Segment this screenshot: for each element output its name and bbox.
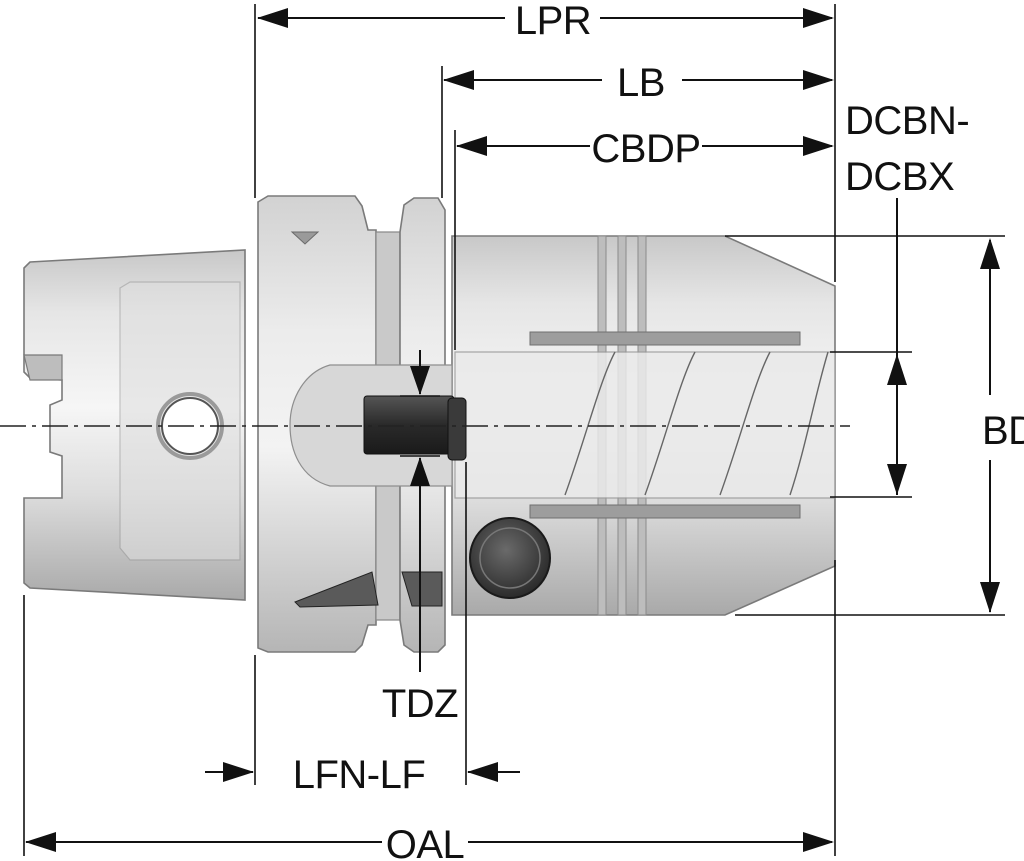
label-lpr: LPR [515, 0, 591, 43]
label-oal: OAL [386, 823, 465, 861]
dimension-bd1: BD1 [980, 238, 1024, 613]
label-lb: LB [617, 61, 665, 105]
dimension-cbdp: CBDP [456, 127, 834, 171]
screw-head [447, 397, 467, 461]
dimension-oal: OAL [25, 823, 834, 861]
adjustment-screw [363, 395, 455, 455]
holder-body [23, 195, 836, 653]
label-tdz: TDZ [382, 682, 458, 726]
label-lfn-lf: LFN-LF [293, 753, 426, 797]
dimension-lb: LB [443, 61, 834, 105]
ring-keyway [401, 571, 443, 607]
flange-keyway [294, 571, 379, 608]
orientation-notch [290, 231, 320, 245]
plug-screw [469, 517, 551, 599]
label-dcbn: DCBN- [845, 99, 969, 143]
clamping-spirals [564, 351, 829, 496]
label-cbdp: CBDP [591, 127, 700, 171]
label-dcbx: DCBX [845, 155, 954, 199]
bore-cutaway [454, 351, 836, 499]
dimension-lpr: LPR [257, 0, 834, 43]
dimension-dcbn-dcbx: DCBN- DCBX [845, 99, 970, 495]
dimension-tdz: TDZ [382, 350, 459, 726]
extension-lines [23, 4, 1005, 856]
label-bd1: BD1 [982, 409, 1024, 453]
slot-bottom [529, 504, 801, 519]
drive-slot [23, 354, 63, 381]
plug-screw-inner [479, 527, 541, 589]
slot-top [529, 331, 801, 346]
dimension-lfn-lf: LFN-LF [205, 753, 520, 797]
